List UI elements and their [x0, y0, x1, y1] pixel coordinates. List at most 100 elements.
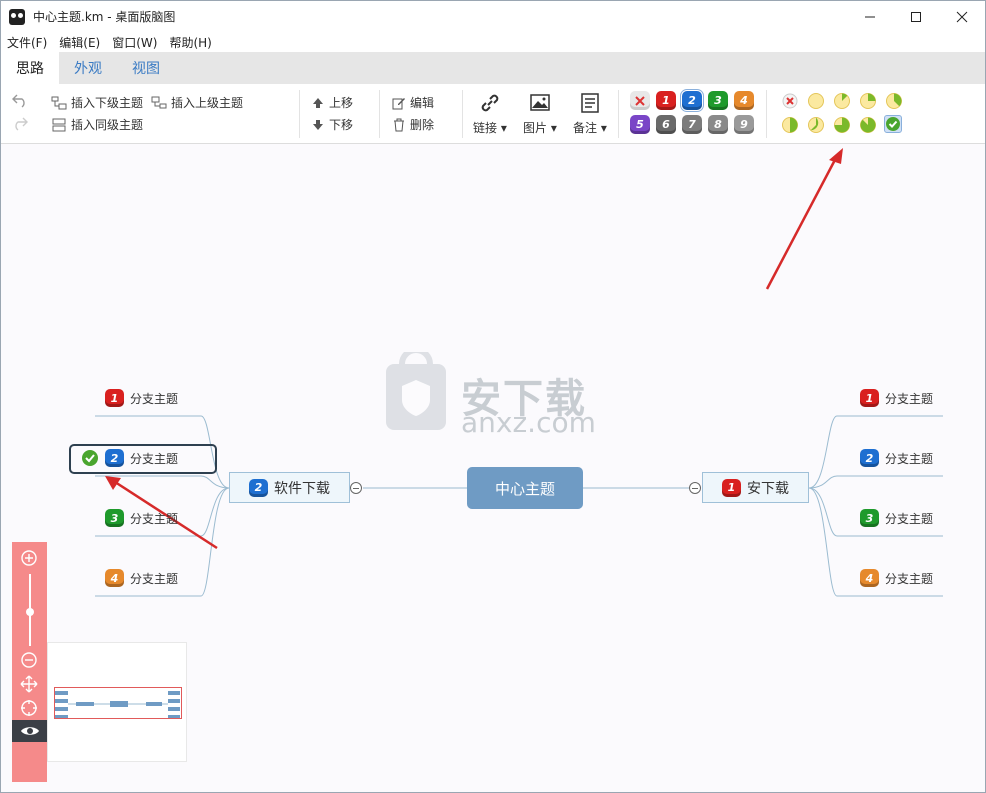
watermark-bag-icon [386, 352, 446, 430]
main-topic-anxz[interactable]: 1 安下载 [702, 472, 809, 503]
move-arrows-icon [20, 675, 38, 693]
navigator-thumbnail[interactable] [47, 642, 187, 762]
insert-sibling-button[interactable]: 插入同级主题 [51, 116, 143, 133]
ribbon-tabs: 思路 外观 视图 [1, 52, 985, 84]
undo-icon [12, 94, 25, 108]
arrow-up-icon [313, 97, 323, 108]
navigator-viewport[interactable] [54, 687, 182, 719]
priority-4-button[interactable]: 4 [734, 91, 754, 110]
delete-label: 删除 [410, 118, 435, 132]
ribbon-toolbar: 插入下级主题 插入上级主题 插入同级主题 上移 下移 编辑 删除 [1, 84, 985, 144]
branch-label: 分支主题 [130, 571, 179, 586]
branch-label: 分支主题 [130, 391, 179, 406]
insert-parent-button[interactable]: 插入上级主题 [151, 94, 243, 111]
right-branch-1[interactable]: 1 分支主题 [860, 389, 933, 407]
image-icon [530, 94, 550, 111]
link-icon [481, 94, 499, 112]
progress-0-icon[interactable] [807, 92, 825, 110]
priority-3-button[interactable]: 3 [708, 91, 728, 110]
priority-5-button[interactable]: 5 [630, 115, 650, 134]
left-branch-3[interactable]: 3 分支主题 [105, 509, 178, 527]
mindmap-connections [95, 148, 943, 597]
left-branch-2-selected[interactable]: 2 分支主题 [81, 449, 178, 467]
undo-button[interactable] [11, 92, 33, 108]
left-branch-4[interactable]: 4 分支主题 [105, 569, 178, 587]
progress-4-icon[interactable] [781, 116, 799, 134]
progress-6-icon[interactable] [833, 116, 851, 134]
maximize-button[interactable] [893, 1, 939, 32]
main-topic-software-download[interactable]: 2 软件下载 [229, 472, 350, 503]
window-title: 中心主题.km - 桌面版脑图 [33, 10, 176, 24]
link-button[interactable]: 链接 ▾ [473, 92, 507, 136]
move-up-button[interactable]: 上移 [311, 94, 353, 111]
edit-label: 编辑 [410, 96, 435, 110]
insert-child-button[interactable]: 插入下级主题 [51, 94, 143, 111]
menu-file[interactable]: 文件(F) [7, 35, 48, 50]
edit-button[interactable]: 编辑 [392, 94, 434, 111]
remove-progress-button[interactable] [781, 92, 799, 110]
priority-badge: 2 [860, 449, 879, 467]
pan-button[interactable] [19, 674, 39, 694]
arrow-down-icon [313, 119, 323, 130]
progress-3-icon[interactable] [885, 92, 903, 110]
insert-sibling-label: 插入同级主题 [71, 118, 144, 132]
insert-sibling-icon [52, 118, 66, 131]
menu-window[interactable]: 窗口(W) [112, 35, 158, 50]
progress-2-icon[interactable] [859, 92, 877, 110]
navigator-toggle-button[interactable] [12, 720, 47, 742]
insert-parent-icon [151, 96, 167, 108]
note-label: 备注 [573, 121, 598, 135]
menu-edit[interactable]: 编辑(E) [59, 35, 101, 50]
priority-2-button[interactable]: 2 [680, 89, 704, 112]
priority-badge: 3 [860, 509, 879, 527]
zoom-slider[interactable] [24, 572, 36, 648]
delete-button[interactable]: 删除 [392, 116, 434, 133]
move-down-label: 下移 [329, 118, 354, 132]
priority-6-button[interactable]: 6 [656, 115, 676, 134]
tab-idea[interactable]: 思路 [1, 52, 59, 84]
priority-badge: 4 [105, 569, 124, 587]
right-branch-4[interactable]: 4 分支主题 [860, 569, 933, 587]
priority-7-button[interactable]: 7 [682, 115, 702, 134]
menu-bar: 文件(F) 编辑(E) 窗口(W) 帮助(H) [1, 32, 985, 52]
tab-view[interactable]: 视图 [132, 61, 160, 77]
progress-7-icon[interactable] [859, 116, 877, 134]
collapse-left-toggle[interactable] [350, 482, 362, 494]
remove-icon [635, 95, 645, 106]
title-bar: 中心主题.km - 桌面版脑图 [1, 1, 985, 32]
navigator-preview [54, 691, 180, 719]
trash-icon [394, 118, 404, 131]
priority-badge: 1 [105, 389, 124, 407]
note-button[interactable]: 备注 ▾ [573, 92, 607, 136]
menu-help[interactable]: 帮助(H) [169, 35, 212, 50]
move-down-button[interactable]: 下移 [311, 116, 353, 133]
zoom-out-button[interactable] [19, 650, 39, 670]
collapse-right-toggle[interactable] [689, 482, 701, 494]
progress-done-button[interactable] [884, 115, 902, 133]
priority-8-button[interactable]: 8 [708, 115, 728, 134]
right-branch-2[interactable]: 2 分支主题 [860, 449, 933, 467]
priority-badge: 3 [105, 509, 124, 527]
locate-center-button[interactable] [19, 698, 39, 718]
priority-9-button[interactable]: 9 [734, 115, 754, 134]
close-button[interactable] [939, 1, 985, 32]
tab-appearance[interactable]: 外观 [74, 61, 102, 77]
right-branch-3[interactable]: 3 分支主题 [860, 509, 933, 527]
progress-5-icon[interactable] [807, 116, 825, 134]
priority-badge: 1 [860, 389, 879, 407]
center-topic[interactable]: 中心主题 [467, 467, 583, 509]
redo-button[interactable] [11, 115, 33, 131]
remove-priority-button[interactable] [630, 91, 650, 110]
minimize-icon [865, 16, 875, 17]
zoom-in-button[interactable] [19, 548, 39, 568]
redo-icon [15, 117, 28, 131]
app-logo-icon [9, 8, 25, 25]
left-branch-1[interactable]: 1 分支主题 [105, 389, 178, 407]
maximize-icon [911, 11, 921, 22]
minimize-button[interactable] [847, 1, 893, 32]
priority-1-button[interactable]: 1 [656, 91, 676, 110]
progress-1-icon[interactable] [833, 92, 851, 110]
mindmap-canvas[interactable]: 安下载 anxz.com 1 分支主题 2 分支主题 3 分支主题 4 分支主题… [1, 144, 985, 792]
image-button[interactable]: 图片 ▾ [523, 92, 557, 136]
